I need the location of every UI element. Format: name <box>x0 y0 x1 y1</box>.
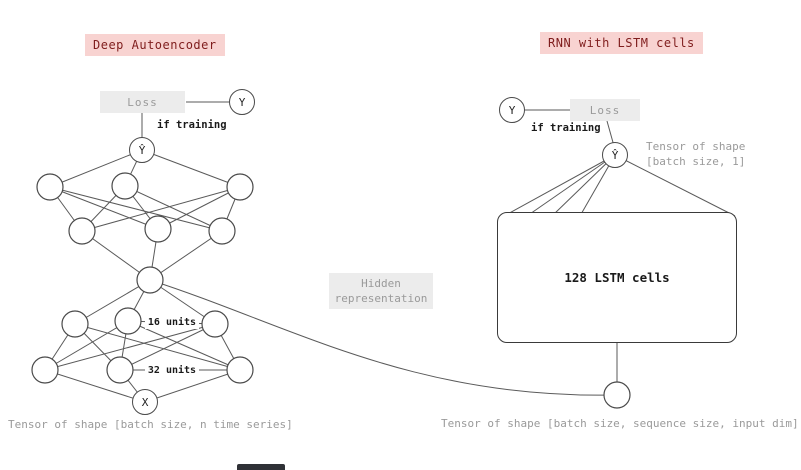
rnn-yhat-node: Ŷ <box>602 142 628 168</box>
rnn-tensor-shape-top-line2: [batch size, 1] <box>646 155 746 168</box>
hidden-representation-label-line2: representation <box>334 292 428 305</box>
autoencoder-y-node: Y <box>229 89 255 115</box>
bottom-edge-artifact <box>237 464 285 470</box>
autoencoder-title: Deep Autoencoder <box>85 34 225 56</box>
hidden-representation-curve <box>149 279 611 396</box>
hidden-representation-label-line1: Hidden <box>361 277 401 290</box>
lstm-cells-box: 128 LSTM cells <box>497 212 737 343</box>
rnn-y-node: Y <box>499 97 525 123</box>
rnn-loss-box: Loss <box>570 99 640 121</box>
autoencoder-yhat-node: Ŷ <box>129 137 155 163</box>
rnn-tensor-shape-top-line1: Tensor of shape <box>646 140 746 153</box>
rnn-input-node <box>603 381 631 409</box>
hidden-representation-label: Hidden representation <box>329 273 433 309</box>
units-16-label: 16 units <box>145 315 199 329</box>
autoencoder-x-node: X <box>132 389 158 415</box>
rnn-tensor-shape-bottom-label: Tensor of shape [batch size, sequence si… <box>441 417 799 430</box>
autoencoder-loss-box: Loss <box>100 91 185 113</box>
hidden-representation-node <box>136 266 164 294</box>
autoencoder-if-training-label: if training <box>157 119 227 131</box>
rnn-title: RNN with LSTM cells <box>540 32 703 54</box>
autoencoder-tensor-shape-label: Tensor of shape [batch size, n time seri… <box>8 418 293 431</box>
lstm-cells-label: 128 LSTM cells <box>564 270 670 285</box>
rnn-if-training-label: if training <box>531 122 601 134</box>
rnn-tensor-shape-top-label: Tensor of shape [batch size, 1] <box>646 139 745 169</box>
units-32-label: 32 units <box>145 363 199 377</box>
autoencoder-network-nodes <box>31 172 631 409</box>
